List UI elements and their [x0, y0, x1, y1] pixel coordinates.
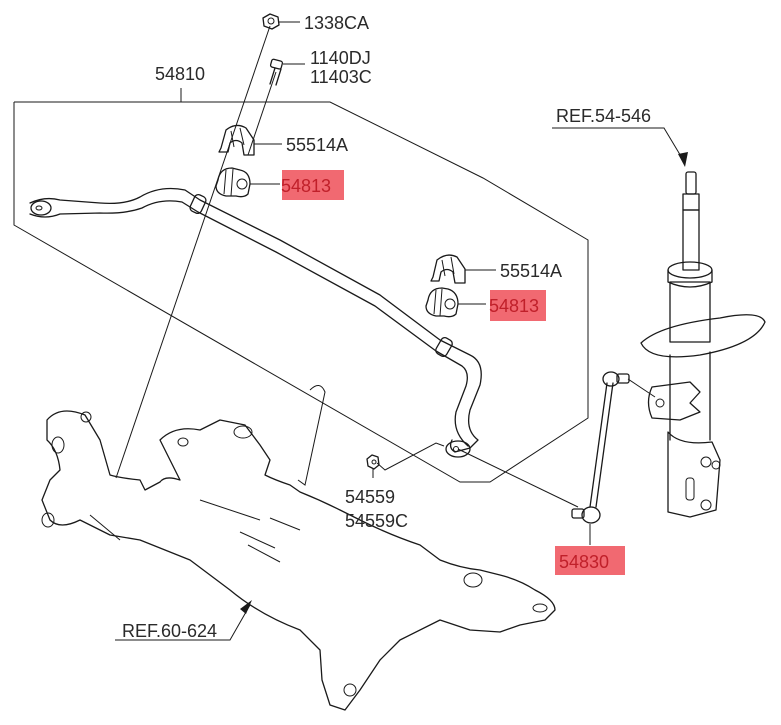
- leader-1338ca: [115, 25, 271, 479]
- arrow-icon: [678, 152, 688, 167]
- bushing-icon: [425, 287, 459, 318]
- bushing-icon: [215, 167, 251, 198]
- label-nut-b: 54559C: [345, 511, 408, 531]
- label-bushing-left[interactable]: 54813: [281, 176, 331, 196]
- label-bracket-right: 55514A: [500, 261, 562, 281]
- leader-1140dj: [247, 71, 277, 156]
- arrow-icon: [240, 600, 252, 614]
- label-link[interactable]: 54830: [559, 552, 609, 572]
- label-nut-top: 1338CA: [304, 13, 369, 33]
- label-bushing-right[interactable]: 54813: [489, 296, 539, 316]
- label-bracket-left: 55514A: [286, 135, 348, 155]
- bolt-icon: [269, 58, 284, 86]
- label-ref-strut: REF.54-546: [556, 106, 651, 126]
- crossmember: [41, 385, 556, 711]
- label-stabilizer-bar: 54810: [155, 64, 205, 84]
- label-nut-a: 54559: [345, 487, 395, 507]
- label-ref-crossmember: REF.60-624: [122, 621, 217, 641]
- bracket-icon: [430, 254, 466, 284]
- strut-assembly: [640, 171, 766, 518]
- bracket-icon: [218, 124, 255, 156]
- highlight-bushing-left: [282, 170, 344, 200]
- stabilizer-link: [571, 371, 630, 524]
- assembly-group-outline: [13, 101, 589, 483]
- highlight-bushing-right: [490, 290, 546, 321]
- label-bolt-a: 1140DJ: [310, 48, 371, 68]
- nut-icon: [262, 13, 280, 30]
- label-bolt-b: 11403C: [310, 67, 372, 87]
- highlight-link: [555, 546, 625, 575]
- nut-icon: [366, 454, 380, 470]
- stabilizer-bar: [29, 187, 482, 458]
